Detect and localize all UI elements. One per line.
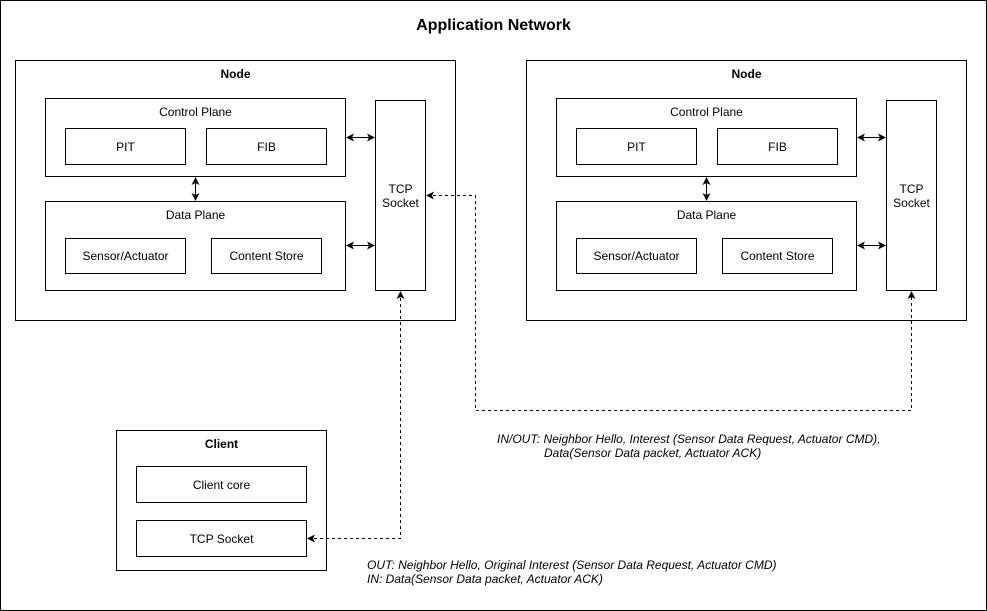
- node-to-node-note-line1: IN/OUT: Neighbor Hello, Interest (Sensor…: [497, 432, 881, 446]
- node-left-fib: FIB: [206, 128, 327, 165]
- node-right-pit: PIT: [576, 128, 697, 165]
- node-to-node-link: [426, 191, 916, 411]
- fib-label: FIB: [257, 139, 276, 154]
- client-tcp-socket: TCP Socket: [136, 520, 307, 557]
- content-store-label: Content Store: [229, 249, 304, 263]
- node-left-title: Node: [220, 67, 251, 81]
- pit-label: PIT: [627, 139, 646, 154]
- client-core-label: Client core: [192, 477, 251, 492]
- socket-label: Socket: [382, 196, 419, 210]
- client-to-node-link: [307, 291, 405, 543]
- sensor-actuator-label: Sensor/Actuator: [82, 249, 169, 263]
- pit-label: PIT: [116, 139, 135, 154]
- node-left-tcp-socket: TCP Socket: [375, 100, 426, 291]
- data-plane-title: Data Plane: [165, 208, 226, 222]
- client-note-line1: OUT: Neighbor Hello, Original Interest (…: [367, 558, 777, 572]
- client-title: Client: [204, 437, 239, 451]
- node-right-fib: FIB: [717, 128, 838, 165]
- node-to-node-note-line2: Data(Sensor Data packet, Actuator ACK): [544, 446, 762, 460]
- client-tcp-socket-label: TCP Socket: [189, 531, 254, 546]
- client-note-line2: IN: Data(Sensor Data packet, Actuator AC…: [367, 572, 603, 586]
- node-left-sensor-actuator: Sensor/Actuator: [65, 238, 186, 274]
- client-core: Client core: [136, 466, 307, 503]
- fib-label: FIB: [768, 139, 787, 154]
- node-left-pit: PIT: [65, 128, 186, 165]
- diagram-title: Application Network: [416, 17, 571, 34]
- control-plane-title: Control Plane: [670, 105, 743, 119]
- tcp-label: TCP: [388, 182, 413, 196]
- control-plane-title: Control Plane: [159, 105, 232, 119]
- node-left-content-store: Content Store: [211, 238, 322, 274]
- node-right-title: Node: [731, 67, 762, 81]
